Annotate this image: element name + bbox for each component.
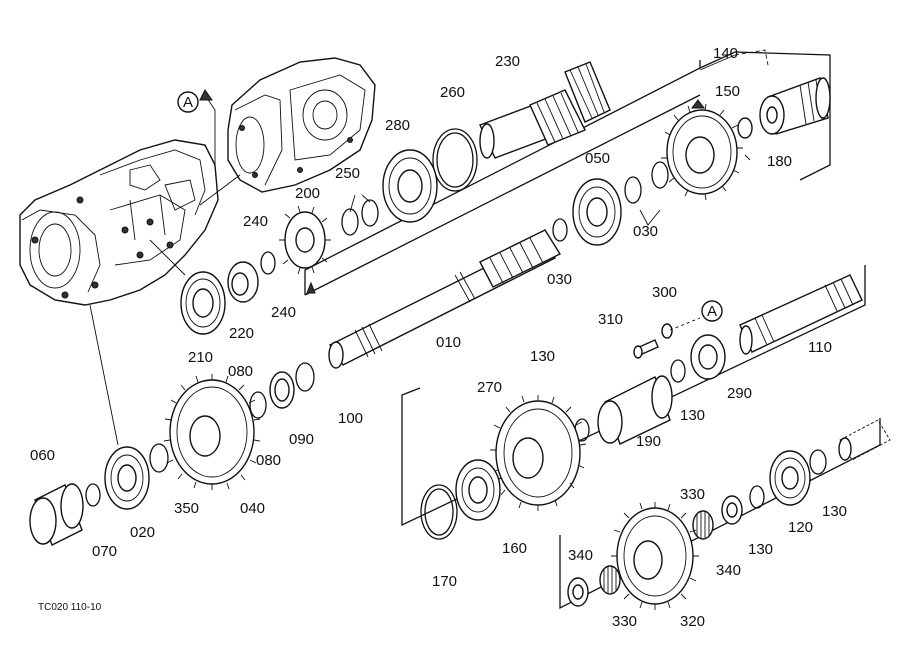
label-200: 200 — [295, 185, 320, 202]
label-160: 160 — [502, 540, 527, 557]
label-210: 210 — [188, 349, 213, 366]
label-130-d: 130 — [748, 541, 773, 558]
label-050: 050 — [585, 150, 610, 167]
label-240-lower: 240 — [271, 304, 296, 321]
upper-shaft-group-frame — [304, 51, 831, 296]
part-110-shaft — [739, 274, 863, 355]
part-130-end-shaft — [838, 419, 891, 461]
part-090-ring — [269, 371, 295, 409]
label-090: 090 — [289, 431, 314, 448]
label-260: 260 — [440, 84, 465, 101]
label-030-lower: 030 — [547, 271, 572, 288]
part-labels: 230 140 150 260 280 250 200 240 240 220 … — [30, 45, 847, 630]
arrow-up-icon — [199, 89, 213, 101]
part-260-snap-ring — [432, 128, 478, 192]
label-040: 040 — [240, 500, 265, 517]
label-220: 220 — [229, 325, 254, 342]
part-230-shaft — [479, 61, 611, 159]
transmission-housing — [19, 139, 219, 306]
arrow-down-icon — [691, 99, 705, 109]
part-050-bearing — [572, 178, 622, 246]
gearbox-housing — [227, 57, 376, 193]
label-280: 280 — [385, 117, 410, 134]
label-230: 230 — [495, 53, 520, 70]
label-080-lower: 080 — [256, 452, 281, 469]
part-010-main-shaft — [328, 229, 562, 369]
label-010: 010 — [436, 334, 461, 351]
part-060-cap — [29, 483, 84, 546]
part-310-bolt — [633, 339, 659, 359]
label-150: 150 — [715, 83, 740, 100]
callout-a-lower: A — [701, 300, 723, 322]
label-170: 170 — [432, 573, 457, 590]
part-130-ring-c — [809, 449, 827, 475]
part-330-needle-bearing-right — [692, 510, 714, 540]
label-100: 100 — [338, 410, 363, 427]
part-020-bearing — [104, 446, 150, 510]
part-200-gear — [279, 205, 331, 275]
label-080-upper: 080 — [228, 363, 253, 380]
part-100-ring — [295, 362, 315, 392]
part-250-rings — [341, 199, 379, 236]
label-060: 060 — [30, 447, 55, 464]
label-330-lower: 330 — [612, 613, 637, 630]
part-280-bearing — [382, 149, 438, 223]
part-130-ring-a — [670, 359, 686, 383]
part-190-sleeve — [597, 375, 673, 445]
part-140-shaft — [759, 77, 831, 135]
part-130-ring-d — [749, 485, 765, 509]
part-270-gear — [490, 395, 587, 511]
part-070-ring — [85, 483, 101, 507]
part-320-gear — [611, 502, 699, 610]
label-120: 120 — [788, 519, 813, 536]
label-290: 290 — [727, 385, 752, 402]
part-080-ring — [249, 391, 267, 419]
label-140: 140 — [713, 45, 738, 62]
part-340-washer-left — [567, 577, 589, 607]
part-160-bearing — [455, 459, 501, 521]
label-020: 020 — [130, 524, 155, 541]
callout-a-lower-text: A — [707, 303, 717, 320]
part-210-bearing — [180, 271, 226, 335]
label-070: 070 — [92, 543, 117, 560]
part-300-washer — [661, 323, 673, 339]
label-130-c: 130 — [822, 503, 847, 520]
arrow-up-icon — [306, 281, 316, 294]
label-310: 310 — [598, 311, 623, 328]
label-330-upper: 330 — [680, 486, 705, 503]
label-240-upper: 240 — [243, 213, 268, 230]
label-130-a: 130 — [530, 348, 555, 365]
part-150-bushing — [737, 117, 753, 139]
label-340-left: 340 — [568, 547, 593, 564]
part-220-collar — [227, 261, 259, 303]
part-030-ring-lower — [552, 218, 568, 242]
label-320: 320 — [680, 613, 705, 630]
part-180-gear — [661, 103, 743, 201]
part-120-bearing — [769, 450, 811, 506]
part-170-snap-ring — [420, 484, 458, 540]
part-040-gear — [163, 374, 261, 490]
label-180: 180 — [767, 153, 792, 170]
figure-code: TC020 110-10 — [38, 602, 102, 613]
label-030-upper: 030 — [633, 223, 658, 240]
callout-a-upper: A — [177, 91, 199, 113]
part-330-needle-bearing-left — [599, 565, 621, 595]
part-350-ring — [149, 443, 169, 473]
part-290-bearing — [690, 334, 726, 380]
label-110: 110 — [808, 339, 832, 356]
callout-a-upper-text: A — [183, 94, 193, 111]
part-030-rings-upper — [624, 161, 669, 204]
part-240-ring-upper — [260, 251, 276, 275]
label-190: 190 — [636, 433, 661, 450]
label-130-b: 130 — [680, 407, 705, 424]
label-300: 300 — [652, 284, 677, 301]
part-140-leader — [734, 49, 769, 66]
label-350: 350 — [174, 500, 199, 517]
label-250: 250 — [335, 165, 360, 182]
part-340-washer-right — [721, 495, 743, 525]
label-270: 270 — [477, 379, 502, 396]
label-340-right: 340 — [716, 562, 741, 579]
